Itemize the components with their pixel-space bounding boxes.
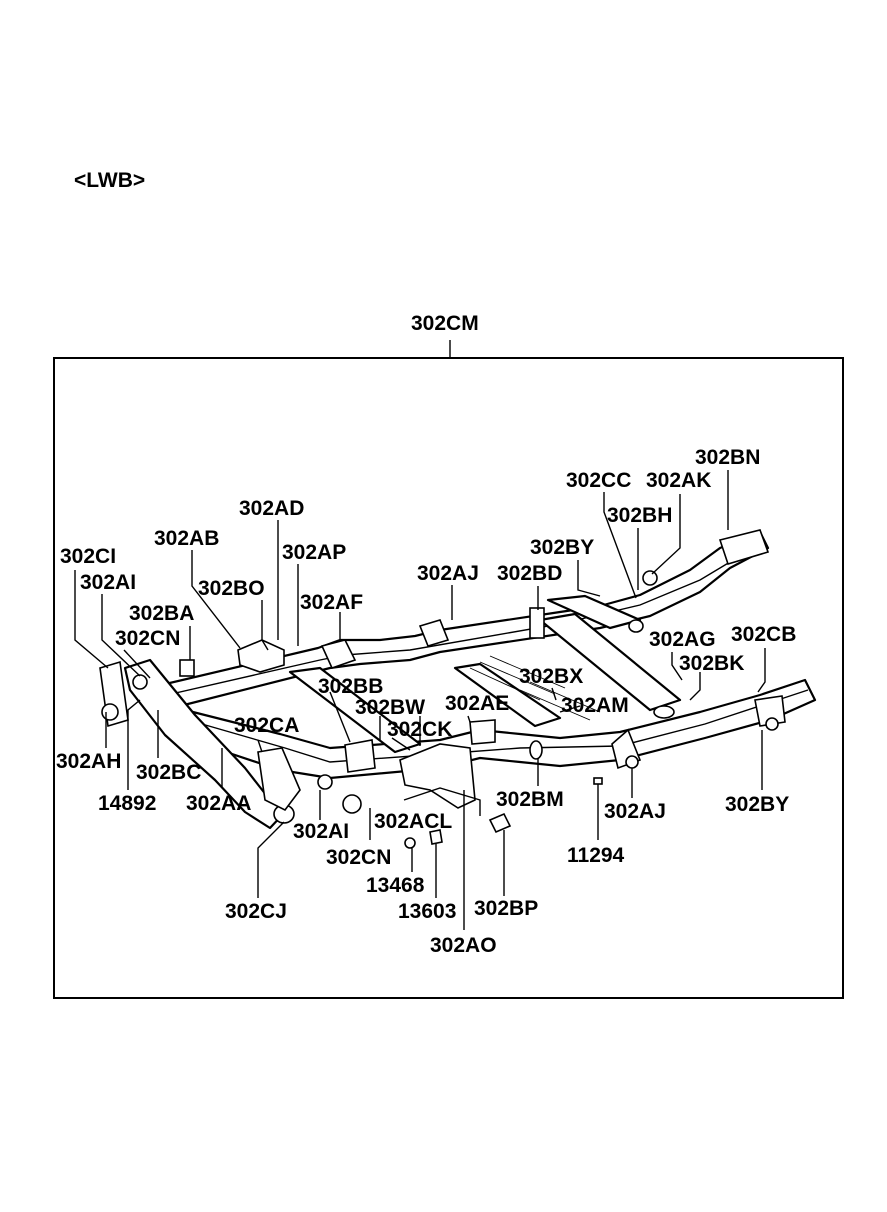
floor-hatch	[469, 655, 601, 721]
rear-bushing	[765, 717, 779, 731]
label-302BW: 302BW	[355, 696, 425, 719]
label-302AF: 302AF	[300, 591, 363, 614]
label-302BO: 302BO	[198, 577, 265, 600]
label-302CN-top: 302CN	[115, 627, 180, 650]
body-mount-bb	[344, 739, 376, 773]
label-302BB: 302BB	[318, 675, 383, 698]
mount-ae	[469, 719, 496, 745]
label-302BM: 302BM	[496, 788, 564, 811]
bushing-cn-top	[132, 674, 148, 690]
label-302BC: 302BC	[136, 761, 201, 784]
label-13468: 13468	[366, 874, 425, 897]
label-302CK: 302CK	[387, 718, 452, 741]
part-labels: 302BN 302CC 302AK 302BH 302AD 302BY 302A…	[56, 446, 796, 957]
chassis-frame-illustration	[99, 529, 817, 849]
label-302CN-bottom: 302CN	[326, 846, 391, 869]
assembly-label: 302CM	[411, 312, 479, 335]
leader-lines	[74, 470, 766, 930]
label-302AJ-top: 302AJ	[417, 562, 479, 585]
rear-top-bracket	[718, 529, 770, 565]
label-302AD: 302AD	[239, 497, 304, 520]
engine-mount	[237, 639, 285, 673]
label-302CJ: 302CJ	[225, 900, 287, 923]
body-mount-1	[418, 619, 450, 647]
bracket-bd	[529, 607, 545, 639]
label-302AB: 302AB	[154, 527, 219, 550]
crossmember-3	[453, 662, 562, 728]
crossmember-4	[538, 612, 682, 712]
label-14892: 14892	[98, 792, 156, 815]
bushing-cc	[628, 619, 644, 633]
label-302AG: 302AG	[649, 628, 716, 651]
label-302AJ-bottom: 302AJ	[604, 800, 666, 823]
label-302ACL: 302ACL	[374, 810, 452, 833]
label-302AK: 302AK	[646, 469, 711, 492]
label-302AH: 302AH	[56, 750, 121, 773]
nut-13468	[404, 837, 416, 849]
label-13603: 13603	[398, 900, 456, 923]
tow-hook	[101, 703, 119, 721]
bushing-cn	[342, 794, 362, 814]
label-302AO: 302AO	[430, 934, 497, 957]
label-302AM: 302AM	[561, 694, 629, 717]
front-spring-bracket	[257, 747, 301, 812]
mount-am	[653, 705, 675, 719]
mount-aj	[625, 755, 639, 769]
label-302CC: 302CC	[566, 469, 631, 492]
label-302CA: 302CA	[234, 714, 299, 737]
bolt-13603	[429, 829, 443, 845]
label-302CB: 302CB	[731, 623, 796, 646]
label-302BX: 302BX	[519, 665, 583, 688]
label-302BD: 302BD	[497, 562, 562, 585]
label-302AA: 302AA	[186, 792, 251, 815]
transmission-mount	[399, 743, 476, 809]
rail-bracket	[320, 639, 357, 669]
bushing-ai	[317, 774, 333, 790]
bolt-302BP	[488, 812, 512, 834]
label-302CI: 302CI	[60, 545, 116, 568]
label-11294: 11294	[567, 844, 625, 867]
label-302BP: 302BP	[474, 897, 538, 920]
label-302BN: 302BN	[695, 446, 760, 469]
left-side-rail	[138, 530, 770, 714]
mount-pad	[179, 659, 195, 677]
assembly-frame-border	[53, 357, 844, 999]
label-302AI-top: 302AI	[80, 571, 136, 594]
label-302BY-bottom: 302BY	[725, 793, 789, 816]
variant-label: <LWB>	[74, 169, 145, 192]
rear-crossmember	[546, 594, 642, 630]
label-302BH: 302BH	[607, 504, 672, 527]
label-302BK: 302BK	[679, 652, 744, 675]
bushing-bm	[529, 740, 543, 760]
label-302BY-top: 302BY	[530, 536, 594, 559]
rear-bracket-by	[754, 695, 786, 727]
label-302AI-bottom: 302AI	[293, 820, 349, 843]
mount-ak	[642, 570, 658, 586]
label-302BA: 302BA	[129, 602, 194, 625]
bolt-11294	[593, 777, 603, 800]
label-302AP: 302AP	[282, 541, 346, 564]
label-302AE: 302AE	[445, 692, 509, 715]
